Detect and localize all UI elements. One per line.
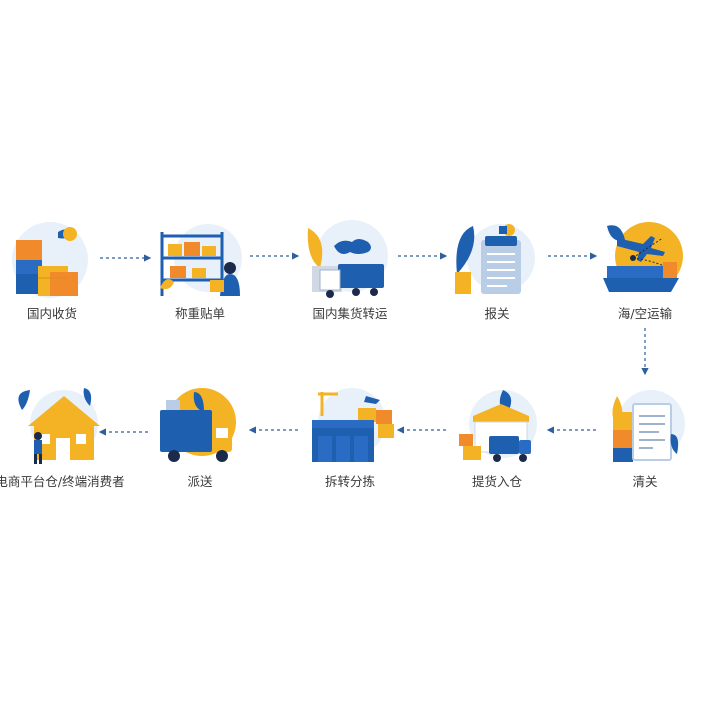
step-label: 报关 bbox=[484, 306, 510, 321]
step-customs-clearance: 清关 bbox=[570, 386, 720, 496]
step-label: 清关 bbox=[632, 474, 658, 489]
pickup-warehouse-icon bbox=[459, 390, 537, 462]
step-label: 国内收货 bbox=[26, 306, 77, 321]
domestic-consolidation-truck-icon bbox=[307, 220, 388, 298]
step-label: 称重贴单 bbox=[174, 306, 225, 321]
step-ecommerce-consumer: 电商平台仓/终端消费者 bbox=[0, 386, 135, 496]
delivery-truck-icon bbox=[160, 388, 236, 462]
step-domestic-consolidation: 国内集货转运 bbox=[275, 218, 425, 328]
step-label: 派送 bbox=[187, 474, 213, 489]
step-delivery: 派送 bbox=[125, 386, 275, 496]
sorting-facility-icon bbox=[312, 388, 394, 462]
step-sorting: 拆转分拣 bbox=[275, 386, 425, 496]
step-label: 拆转分拣 bbox=[324, 474, 375, 489]
step-weighing-labeling: 称重贴单 bbox=[125, 218, 275, 328]
consumer-house-icon bbox=[18, 388, 100, 464]
package-receiving-icon bbox=[12, 222, 88, 298]
step-domestic-receiving: 国内收货 bbox=[0, 218, 127, 328]
weighing-labeling-icon bbox=[160, 224, 242, 296]
step-pickup-warehouse: 提货入仓 bbox=[422, 386, 572, 496]
step-label: 国内集货转运 bbox=[312, 306, 388, 321]
step-sea-air-transport: 海/空运输 bbox=[570, 218, 720, 328]
step-label: 电商平台仓/终端消费者 bbox=[0, 474, 125, 489]
customs-clearance-icon bbox=[612, 390, 685, 462]
step-customs-declaration: 报关 bbox=[422, 218, 572, 328]
step-label: 海/空运输 bbox=[617, 306, 673, 321]
customs-declaration-icon bbox=[455, 224, 535, 294]
step-label: 提货入仓 bbox=[471, 474, 522, 489]
sea-air-transport-icon bbox=[603, 222, 683, 292]
